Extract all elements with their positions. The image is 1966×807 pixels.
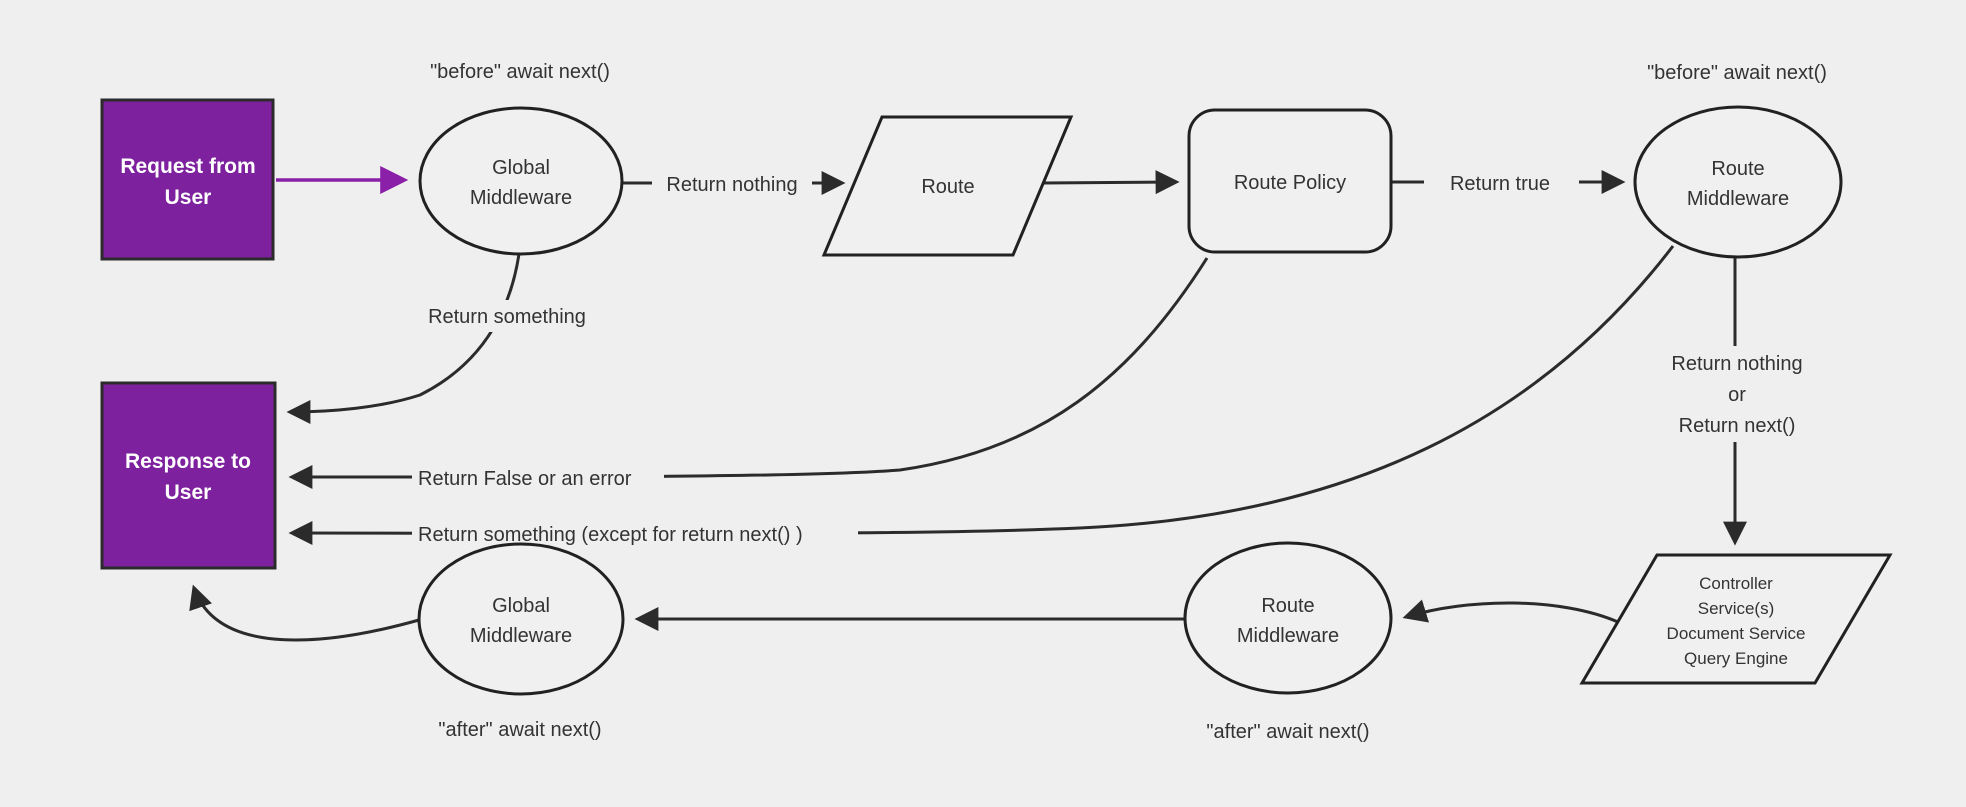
svg-text:Route Policy: Route Policy [1234, 172, 1346, 194]
request-from-user-box [100, 98, 275, 261]
svg-text:Document Service: Document Service [1667, 624, 1806, 643]
svg-text:Global: Global [492, 595, 550, 617]
label-bg [1646, 346, 1828, 442]
node-request-from-user: Request from User [100, 98, 275, 261]
node-global-middleware-top: Global Middleware [418, 106, 624, 256]
node-route: Route [821, 115, 1074, 257]
controller-services-parallelogram [1579, 553, 1893, 685]
global-middleware-bottom-ellipse [417, 542, 625, 696]
edge-label-return-nothing-or-next: Return nothing or Return next() [1646, 346, 1828, 442]
svg-text:Query Engine: Query Engine [1684, 649, 1788, 668]
edge-global-middleware-bottom-to-response [189, 584, 420, 642]
edge-global-middleware-to-response [286, 253, 521, 424]
edge-label-return-something: Return something [410, 300, 604, 332]
response-to-user-box [100, 381, 277, 570]
route-middleware-bottom-ellipse [1183, 541, 1393, 695]
label-after-await-next-route: "after" await next() [1206, 721, 1369, 743]
svg-text:Request from: Request from [120, 155, 255, 178]
svg-text:Return something: Return something [428, 306, 586, 328]
label-bg [412, 517, 858, 549]
svg-text:User: User [165, 481, 212, 504]
svg-text:Route: Route [1261, 595, 1314, 617]
edge-label-return-nothing: Return nothing [652, 168, 812, 198]
route-parallelogram [821, 115, 1074, 257]
label-before-await-next-global: "before" await next() [430, 61, 610, 83]
edge-route-policy-to-response [288, 257, 1209, 490]
svg-text:Return nothing: Return nothing [1671, 353, 1802, 375]
node-route-middleware-top: Route Middleware [1633, 105, 1843, 259]
svg-text:or: or [1728, 384, 1746, 406]
node-controller-services: Controller Service(s) Document Service Q… [1579, 553, 1893, 685]
svg-text:Middleware: Middleware [1687, 188, 1789, 210]
svg-text:Return nothing: Return nothing [666, 174, 797, 196]
route-middleware-top-ellipse [1633, 105, 1843, 259]
edge-label-return-something-except: Return something (except for return next… [412, 517, 858, 549]
edge-controller-to-route-middleware-bottom [1402, 599, 1619, 624]
node-route-middleware-bottom: Route Middleware [1183, 541, 1393, 695]
svg-text:Route: Route [921, 176, 974, 198]
svg-text:User: User [165, 186, 212, 209]
edge-route-to-route-policy [1042, 170, 1180, 195]
svg-text:Return False or an error: Return False or an error [418, 468, 632, 490]
svg-text:Middleware: Middleware [1237, 625, 1339, 647]
label-bg [412, 461, 664, 493]
global-middleware-top-ellipse [418, 106, 624, 256]
label-before-await-next-route: "before" await next() [1647, 62, 1827, 84]
label-after-await-next-global: "after" await next() [438, 719, 601, 741]
node-response-to-user: Response to User [100, 381, 277, 570]
node-route-policy: Route Policy [1187, 108, 1393, 254]
svg-text:Middleware: Middleware [470, 625, 572, 647]
node-global-middleware-bottom: Global Middleware [417, 542, 625, 696]
svg-text:Controller: Controller [1699, 574, 1773, 593]
svg-text:Return true: Return true [1450, 173, 1550, 195]
svg-text:Return something (except for r: Return something (except for return next… [418, 524, 803, 546]
route-policy-box [1187, 108, 1393, 254]
label-bg [410, 300, 604, 332]
svg-text:Response to: Response to [125, 450, 251, 473]
edge-label-return-false-or-error: Return False or an error [412, 461, 664, 493]
label-bg [652, 168, 812, 198]
label-bg [1424, 167, 1579, 197]
svg-text:Route: Route [1711, 158, 1764, 180]
svg-text:Return next(): Return next() [1679, 415, 1796, 437]
svg-text:Global: Global [492, 157, 550, 179]
svg-text:Service(s): Service(s) [1698, 599, 1775, 618]
svg-text:Middleware: Middleware [470, 187, 572, 209]
edge-label-return-true: Return true [1424, 167, 1579, 197]
